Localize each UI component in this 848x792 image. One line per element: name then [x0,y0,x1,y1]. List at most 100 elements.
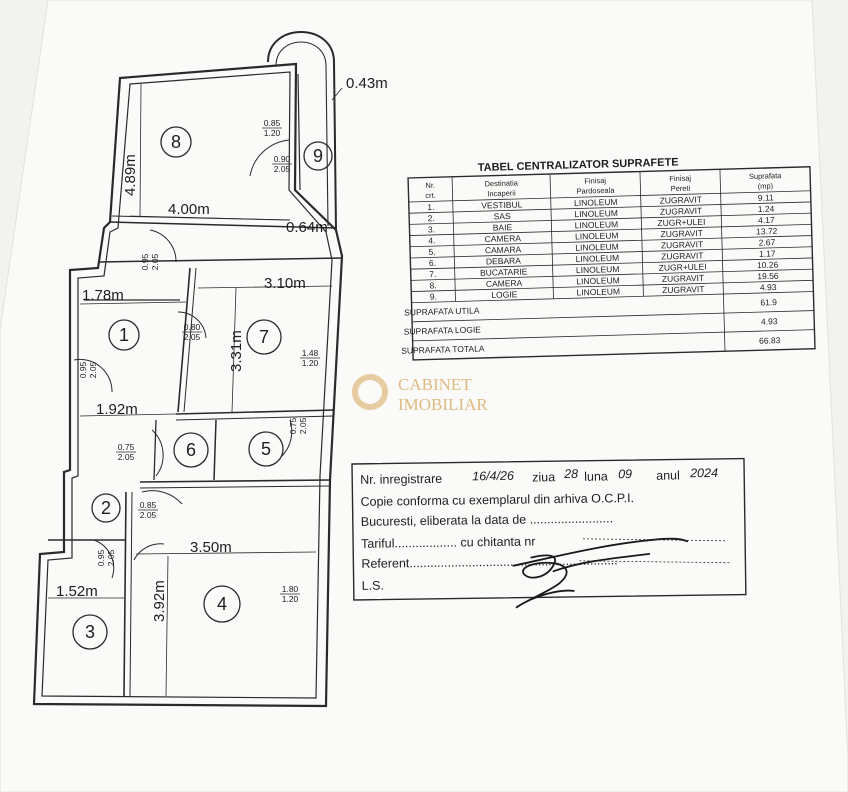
table-cell: 8. [429,280,436,290]
room-circle-2 [91,493,121,523]
table-cell: ZUGRAVIT [660,228,703,239]
opening-label: 0.75 2.05 [116,442,136,462]
room-circle-8 [160,126,192,158]
room-number-6: 6 [186,440,196,460]
svg-text:1.20: 1.20 [282,594,299,604]
table-row-line [409,212,812,225]
loggia-bay [267,31,337,231]
stamp-line6: L.S. [362,579,384,593]
opening-label: 0.90 2.05 [272,154,292,174]
wall-7-bottom [175,409,335,415]
table-cell: ZUGRAVIT [661,250,704,261]
dim-line-3-50 [135,551,317,555]
stamp-line1-filled: 16/4/26 [472,469,514,484]
table-cell: 1. [427,202,434,212]
opening-label: 0.85 2.05 [138,500,158,520]
opening-label: 0.95 2.05 [96,549,116,566]
table-cell: CAMERA [484,233,521,244]
table-cell: ZUGRAVIT [661,239,704,250]
table-row-line [409,201,811,214]
table-cell: 4.17 [758,215,775,225]
room-numbers: 8 9 7 1 6 5 2 3 4 [85,132,323,642]
door-swing-3 [93,539,115,579]
stamp-line1-day: 28 [563,467,578,481]
table-row-line [412,329,815,342]
table-cell: 9.11 [758,192,774,202]
stamp-line3: Bucuresti, eliberata la data de ........… [361,511,613,529]
wall-6-5 [213,419,217,481]
ocpi-stamp: Nr. inregistrare 16/4/26 ziua 28 luna 09… [351,457,747,609]
table-cell: ZUGRAVIT [660,206,703,217]
wall-1-7-b [183,267,197,413]
wall-6-5-bottom [139,479,331,483]
dim-line-4-89 [139,83,142,217]
room-circle-1 [108,319,140,351]
dimension-label: 1.78m [82,287,124,304]
table-row-line [411,279,814,292]
table-cell: 3. [428,224,435,234]
table-cell: 5. [428,247,435,257]
table-column-line [639,171,644,297]
table-cell: DEBARA [486,255,522,266]
wall-8-bottom [109,221,337,229]
stamp-line2: Copie conforma cu exemplarul din arhiva … [360,491,634,509]
table-cell: LINOLEUM [574,197,618,208]
table-cell: BAIE [493,222,513,233]
table-header-cell: Incaperii [487,188,516,198]
table-cell: 7. [429,269,436,279]
table-total-value: 61.9 [760,297,777,307]
opening-label: 0.95 2.05 [78,361,98,378]
table-cell: ZUGRAVIT [662,284,705,295]
table-cell: 6. [429,258,436,268]
svg-text:0.95: 0.95 [96,549,106,566]
stamp-dotline [579,560,730,564]
dimension-label: 3.31m [228,330,245,372]
door-swing-4 [133,543,165,561]
svg-text:2.05: 2.05 [140,510,157,520]
table-cell: ZUGR+ULEI [659,261,707,272]
dim-line-4-00 [129,215,291,221]
table-cell: 19.56 [757,271,779,282]
svg-text:2.05: 2.05 [150,253,160,270]
table-total-label: SUPRAFATA LOGIE [404,324,482,336]
table-cell: LOGIE [491,289,518,300]
table-cell: 4. [428,235,435,245]
room-circle-5 [248,431,284,467]
stamp-line1-prefix: Nr. inregistrare [360,472,442,487]
opening-label: 0.85 1.20 [262,118,282,138]
dim-line-1-92 [79,413,177,417]
table-cell: 1.17 [759,248,776,258]
table-column-line [549,174,554,299]
table-row-line [409,235,812,248]
dimension-label: 4.89m [122,154,139,196]
table-cell: LINOLEUM [576,253,620,264]
table-header-cell: Suprafata [749,171,783,181]
table-header-cell: Finisaj [669,174,691,184]
table-total-label: SUPRAFATA UTILA [404,305,480,317]
table-row-line [409,223,812,236]
room-number-9: 9 [313,146,323,166]
room-number-2: 2 [101,498,111,518]
table-header-cell: Nr. [425,181,435,190]
table-cell: LINOLEUM [576,275,620,286]
dimension-label: 3.92m [151,580,168,622]
wall-3-4-b [129,491,133,697]
room-number-7: 7 [259,327,269,347]
svg-text:1.80: 1.80 [282,584,299,594]
dimension-label: 1.92m [96,401,138,418]
wall-7-bottom-b [175,415,335,421]
door-swing-8-9 [249,139,291,177]
table-column-line [723,294,726,352]
dim-line-3-92 [165,555,169,697]
table-row-line [411,291,814,304]
dim-line-1-78 [79,301,187,305]
table-cell: ZUGRAVIT [662,273,705,284]
table-cell: LINOLEUM [575,230,619,241]
stamp-line1-year: 2024 [689,466,718,480]
room-number-3: 3 [85,622,95,642]
svg-text:2.05: 2.05 [298,417,308,434]
outer-wall [32,62,344,708]
svg-text:0.95: 0.95 [140,253,150,270]
table-cell: LINOLEUM [575,242,619,253]
svg-text:1.20: 1.20 [302,358,319,368]
